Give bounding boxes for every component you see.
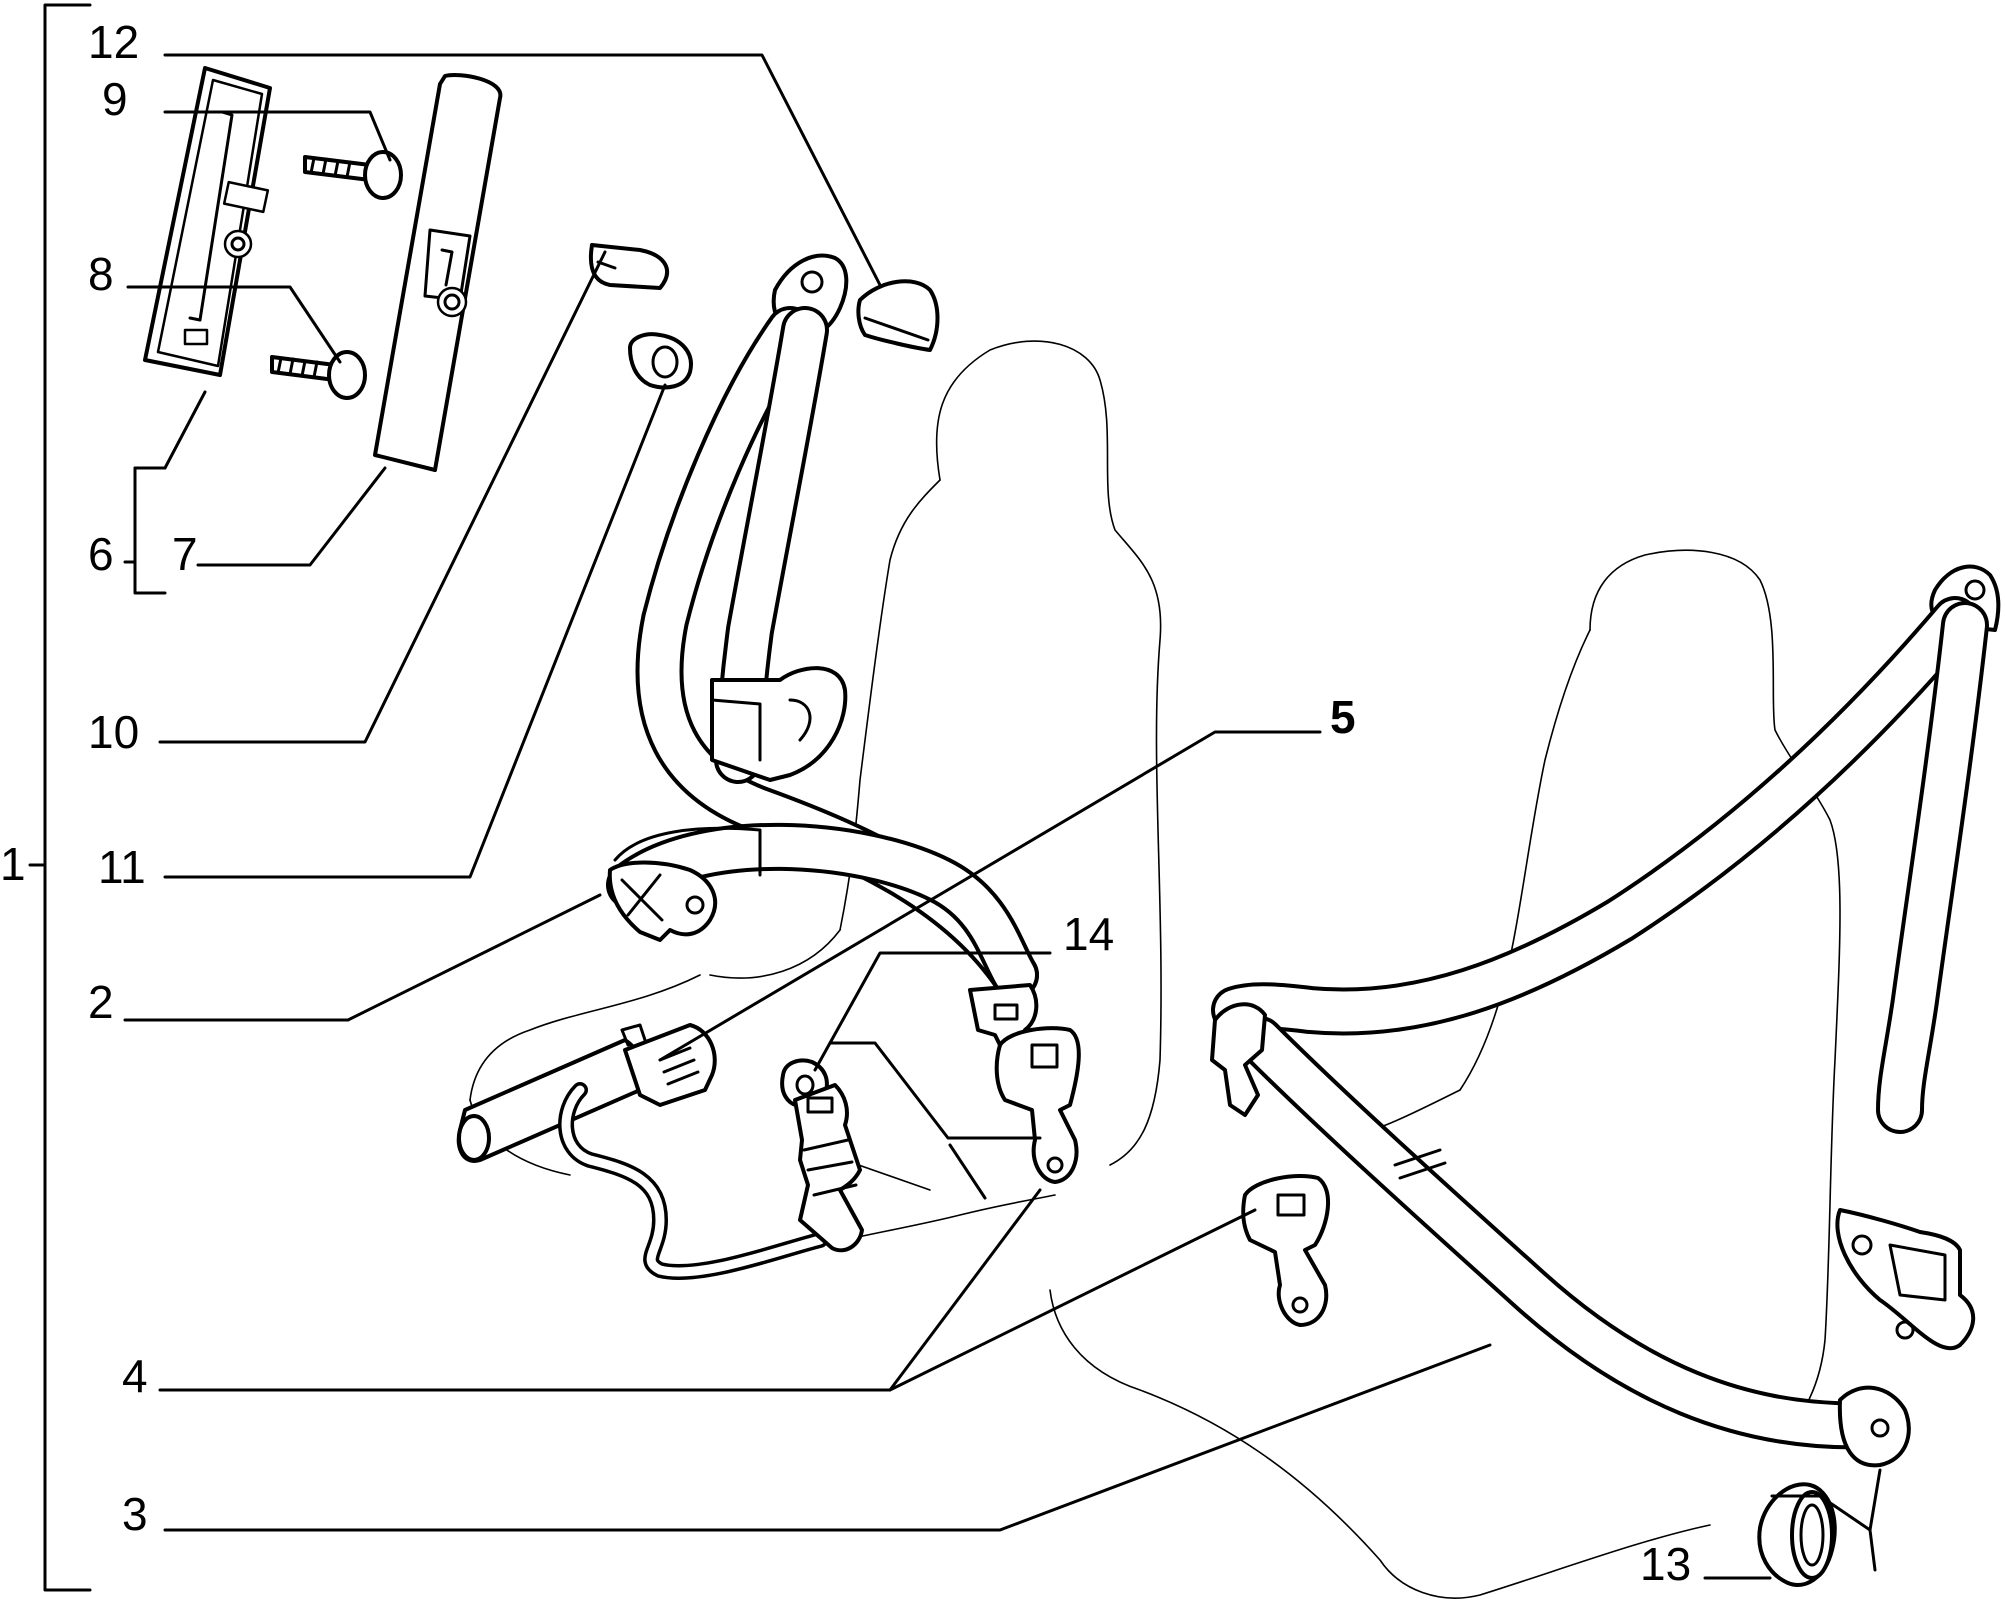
callout-10: 10 (88, 706, 139, 758)
washer-13 (1757, 1482, 1837, 1587)
front-buckle-4 (994, 1026, 1081, 1184)
rear-seat-outline (1049, 549, 1841, 1599)
callout-1: 1 (0, 838, 26, 890)
rear-buckle-4 (1241, 1174, 1331, 1327)
callout-8: 8 (88, 248, 114, 300)
bolt-9 (303, 150, 403, 200)
callout-6: 6 (88, 528, 114, 580)
group-bracket-6 (123, 466, 167, 595)
bolt-8 (270, 350, 367, 400)
anchor-cover-12 (856, 279, 940, 352)
height-adjuster-rail (143, 66, 272, 377)
callout-labels: 12 9 8 6 7 10 1 11 2 5 14 4 3 13 (0, 16, 1691, 1590)
callout-11: 11 (98, 841, 146, 893)
bushing-11 (628, 332, 693, 390)
front-seat-belt (606, 253, 1039, 1061)
trim-cap-10 (589, 243, 670, 290)
leader-lines (123, 53, 1882, 1580)
callout-14: 14 (1063, 908, 1114, 960)
callout-2: 2 (88, 976, 114, 1028)
callout-4: 4 (122, 1350, 148, 1402)
rear-seat-belt (1210, 564, 2001, 1468)
callout-5: 5 (1330, 691, 1356, 743)
pretensioner-buckle-5 (456, 1023, 864, 1280)
callout-12: 12 (88, 16, 139, 68)
group-bracket-1 (28, 3, 92, 1592)
callout-13: 13 (1640, 1538, 1691, 1590)
adjuster-cover (373, 73, 503, 472)
callout-3: 3 (122, 1488, 148, 1540)
callout-9: 9 (102, 73, 128, 125)
callout-7: 7 (172, 528, 198, 580)
